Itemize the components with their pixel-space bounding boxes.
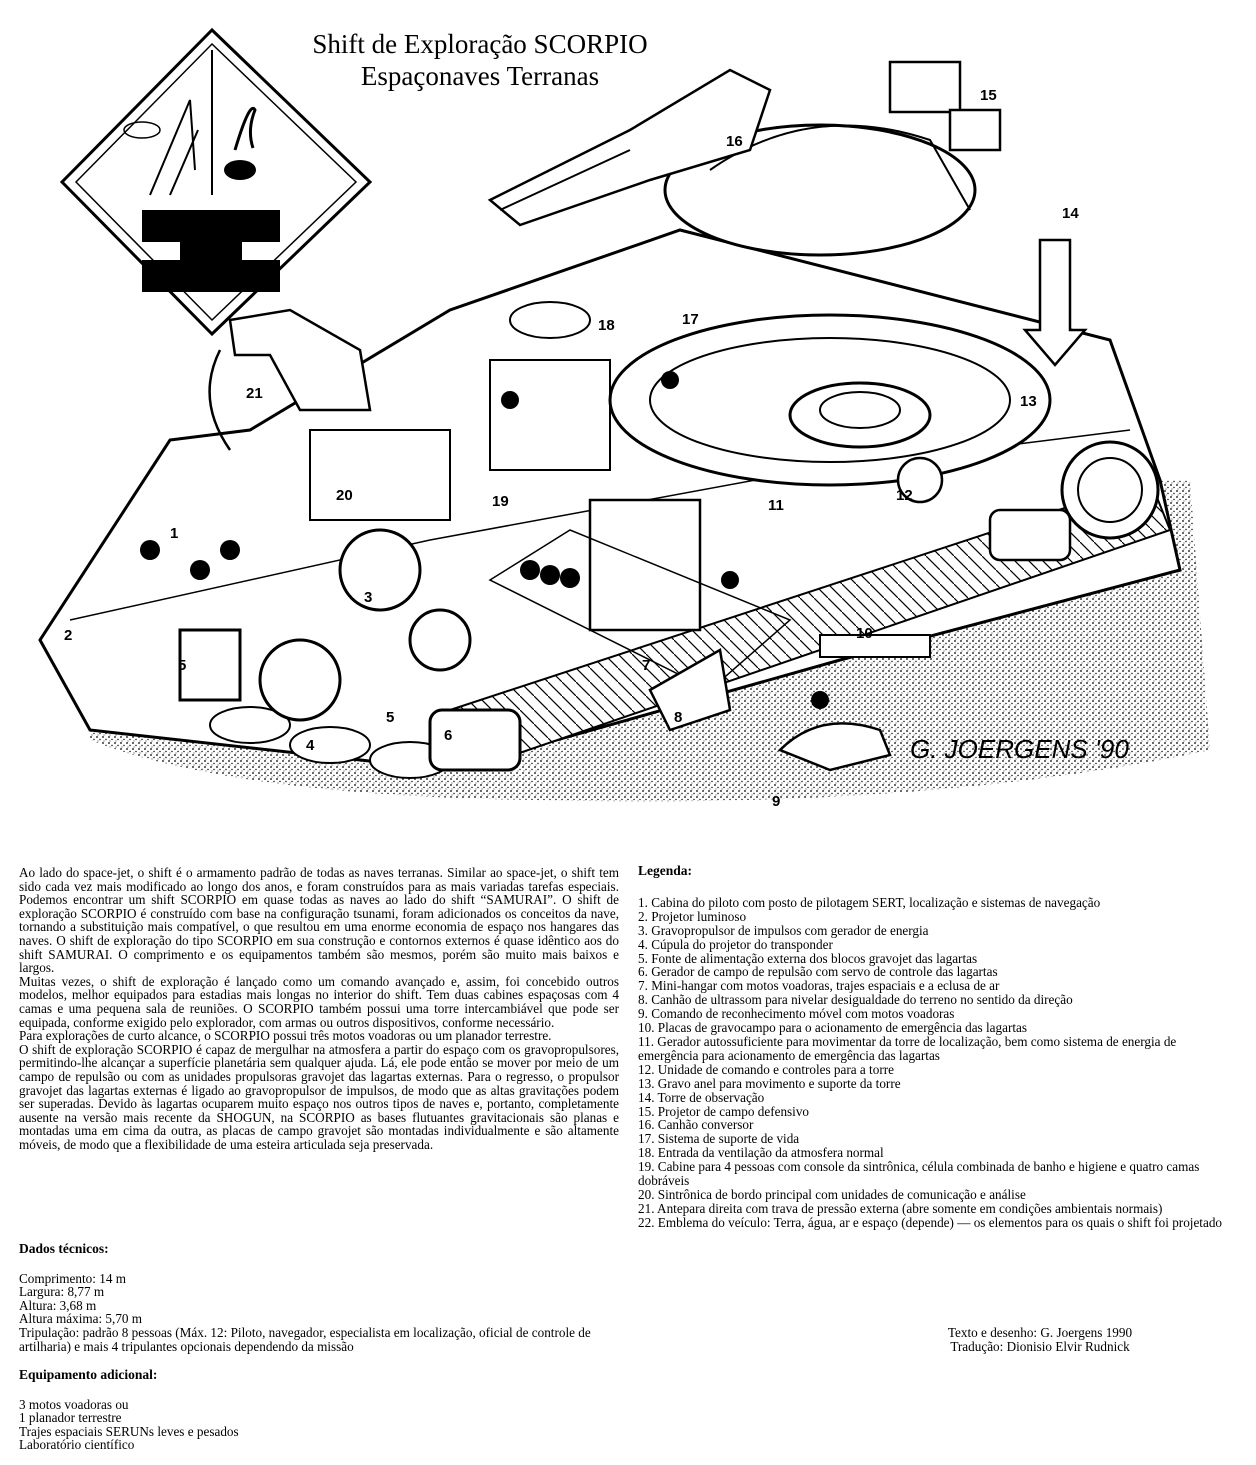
callout-2: 2 xyxy=(64,627,72,644)
legend-item: 20. Sintrônica de bordo principal com un… xyxy=(638,1186,1026,1202)
legend-item: 12. Unidade de comando e controles para … xyxy=(638,1061,894,1077)
callout-6: 6 xyxy=(444,727,452,744)
paragraph: Para explorações de curto alcance, o SCO… xyxy=(19,1028,552,1044)
callout-20: 20 xyxy=(336,487,353,504)
interior xyxy=(140,301,1072,772)
legend-item: 22. Emblema do veículo: Terra, água, ar … xyxy=(638,1214,1223,1230)
callout-5b: 5 xyxy=(386,709,394,726)
legend-item: 18. Entrada da ventilação da atmosfera n… xyxy=(638,1145,884,1161)
title-line-1: Shift de Exploração SCORPIO xyxy=(312,29,648,59)
callout-17: 17 xyxy=(682,311,699,328)
bulkhead-hatch xyxy=(208,308,372,451)
legend-item: 15. Projetor de campo defensivo xyxy=(638,1103,810,1119)
callout-7: 7 xyxy=(642,657,650,674)
technical-data: Dados técnicos: Comprimento: 14 m Largur… xyxy=(19,1242,624,1353)
cutaway-illustration: 1 2 3 4 5 5 6 7 8 9 10 11 12 13 14 15 16… xyxy=(38,27,1210,810)
callout-14: 14 xyxy=(1062,205,1079,222)
title-line-2: Espaçonaves Terranas xyxy=(360,61,600,91)
legend-item: 9. Comando de reconhecimento móvel com m… xyxy=(638,1006,955,1022)
tech-item: Altura máxima: 5,70 m xyxy=(19,1311,143,1327)
gravo-ring xyxy=(608,313,1052,487)
legend-item: 10. Placas de gravocampo para o acioname… xyxy=(638,1020,1027,1036)
legend-item: 3. Gravopropulsor de impulsos com gerado… xyxy=(638,922,929,938)
legend-item: 16. Canhão conversor xyxy=(638,1117,754,1133)
equipment-item: 3 motos voadoras ou xyxy=(19,1396,129,1412)
legend-item: 4. Cúpula do projetor do transponder xyxy=(638,936,833,952)
legend: Legenda: 1. Cabina do piloto com posto d… xyxy=(638,864,1238,1230)
tech-item: Altura: 3,68 m xyxy=(19,1297,97,1313)
callout-11: 11 xyxy=(768,497,784,514)
paragraph: O shift de exploração SCORPIO é capaz de… xyxy=(19,1041,619,1152)
callout-5a: 5 xyxy=(178,657,186,674)
observation-tower xyxy=(487,60,1088,367)
credit-author: Texto e desenho: G. Joergens 1990 xyxy=(947,1325,1133,1340)
signature: G. JOERGENS '90 xyxy=(910,734,1129,764)
callout-21: 21 xyxy=(246,385,263,402)
equipment-item: Trajes espaciais SERUNs leves e pesados xyxy=(19,1423,239,1439)
callout-8: 8 xyxy=(674,709,682,726)
additional-equipment: Equipamento adicional: 3 motos voadoras … xyxy=(19,1368,619,1452)
callout-18: 18 xyxy=(598,317,615,334)
equipment-item: 1 planador terrestre xyxy=(19,1410,122,1426)
tech-item: Largura: 8,77 m xyxy=(19,1284,105,1300)
callout-19: 19 xyxy=(492,493,509,510)
legend-heading: Legenda: xyxy=(638,863,692,878)
paragraph: Ao lado do space-jet, o shift é o armame… xyxy=(19,865,619,976)
legend-item: 2. Projetor luminoso xyxy=(638,908,747,924)
callout-10: 10 xyxy=(856,625,873,642)
callout-15: 15 xyxy=(980,87,997,104)
callout-16: 16 xyxy=(726,133,743,150)
tech-item: Tripulação: padrão 8 pessoas (Máx. 12: P… xyxy=(19,1324,591,1354)
legend-item: 17. Sistema de suporte de vida xyxy=(638,1131,800,1147)
legend-item: 19. Cabine para 4 pessoas com console da… xyxy=(638,1159,1200,1189)
callout-12: 12 xyxy=(896,487,913,504)
legend-item: 14. Torre de observação xyxy=(638,1089,765,1105)
legend-item: 1. Cabina do piloto com posto de pilotag… xyxy=(638,894,1101,910)
technical-data-heading: Dados técnicos: xyxy=(19,1241,109,1256)
paragraph: Muitas vezes, o shift de exploração é la… xyxy=(19,973,619,1030)
callout-22: 22 xyxy=(260,263,277,280)
legend-item: 8. Canhão de ultrassom para nivelar desi… xyxy=(638,992,1073,1008)
equipment-heading: Equipamento adicional: xyxy=(19,1367,158,1382)
legend-item: 7. Mini-hangar com motos voadoras, traje… xyxy=(638,978,1000,994)
callout-13: 13 xyxy=(1020,393,1037,410)
callout-3: 3 xyxy=(364,589,372,606)
legend-item: 6. Gerador de campo de repulsão com serv… xyxy=(638,964,998,980)
legend-item: 13. Gravo anel para movimento e suporte … xyxy=(638,1075,901,1091)
page-title: Shift de Exploração SCORPIO Espaçonaves … xyxy=(240,28,720,92)
description-text: Ao lado do space-jet, o shift é o armame… xyxy=(19,866,619,1151)
legend-item: 21. Antepara direita com trava de pressã… xyxy=(638,1200,1163,1216)
callout-9: 9 xyxy=(772,793,780,810)
callout-1: 1 xyxy=(170,525,178,542)
legend-item: 11. Gerador autossuficiente para movimen… xyxy=(638,1033,1177,1063)
vehicle-emblem xyxy=(59,27,373,337)
credits: Texto e desenho: G. Joergens 1990 Traduç… xyxy=(900,1326,1180,1354)
tech-item: Comprimento: 14 m xyxy=(19,1270,126,1286)
legend-item: 5. Fonte de alimentação externa dos bloc… xyxy=(638,950,978,966)
credit-translation: Tradução: Dionisio Elvir Rudnick xyxy=(950,1339,1130,1354)
callout-4: 4 xyxy=(306,737,315,754)
equipment-item: Laboratório científico xyxy=(19,1437,135,1453)
